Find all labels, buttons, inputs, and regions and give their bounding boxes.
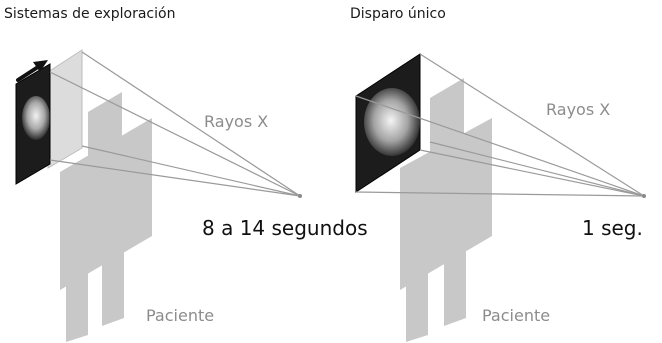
left-panel-title: Sistemas de exploración bbox=[4, 6, 176, 22]
right-xray-label: Rayos X bbox=[546, 100, 611, 119]
right-panel-graphics bbox=[355, 53, 646, 342]
left-xray-beam bbox=[49, 51, 301, 197]
right-patient-silhouette bbox=[400, 78, 492, 342]
left-patient-silhouette bbox=[60, 92, 152, 342]
right-xray-source bbox=[642, 194, 646, 198]
left-xray-image bbox=[15, 63, 51, 185]
left-xray-source bbox=[298, 194, 302, 198]
right-xray-image bbox=[355, 53, 421, 193]
right-time-label: 1 seg. bbox=[582, 216, 643, 240]
left-time-label: 8 a 14 segundos bbox=[202, 216, 368, 240]
arrow-right-icon bbox=[16, 60, 48, 82]
right-patient-label: Paciente bbox=[482, 306, 551, 325]
right-panel-title: Disparo único bbox=[350, 6, 446, 22]
left-detector-plate bbox=[47, 49, 83, 169]
left-panel-graphics bbox=[15, 49, 302, 342]
left-patient-label: Paciente bbox=[146, 306, 215, 325]
left-xray-label: Rayos X bbox=[204, 112, 269, 131]
right-xray-beam bbox=[355, 53, 645, 197]
